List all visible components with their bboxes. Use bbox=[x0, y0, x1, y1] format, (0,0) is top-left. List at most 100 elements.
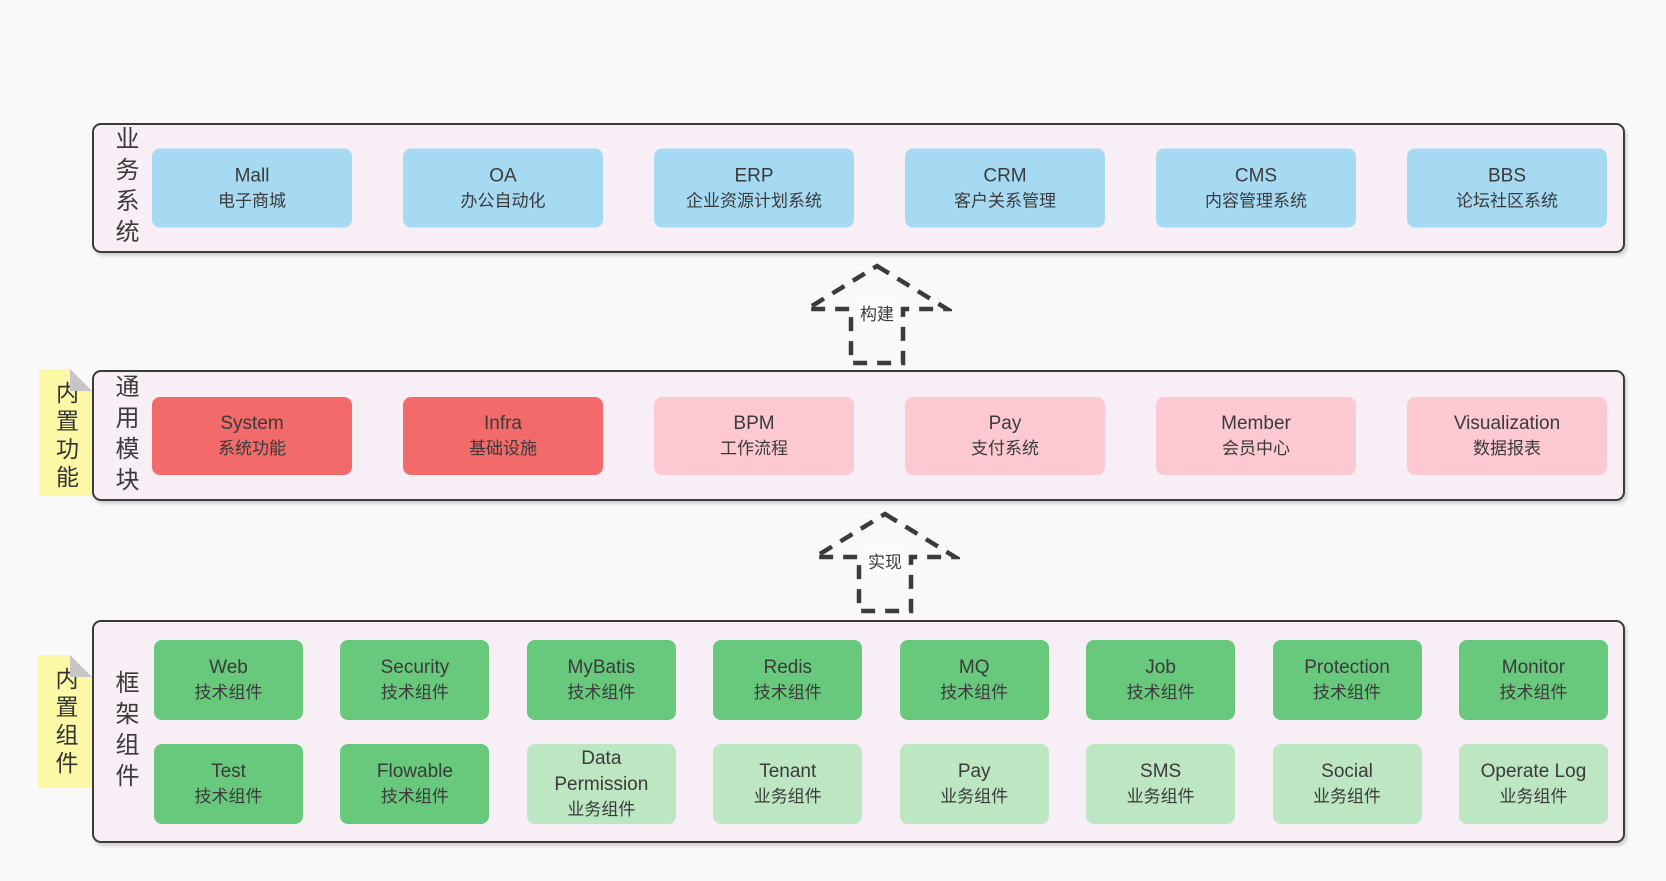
box-social: Social 业务组件 bbox=[1272, 744, 1422, 824]
box-title: Pay bbox=[957, 761, 991, 783]
layer-framework-components: 框架组件 Web 技术组件 Security 技术组件 MyBatis 技术组件 Redis… bbox=[92, 620, 1625, 843]
box-title: Job bbox=[1145, 657, 1176, 679]
box-title: Member bbox=[1221, 412, 1291, 434]
box-monitor: Monitor 技术组件 bbox=[1458, 640, 1608, 720]
box-title: Pay bbox=[988, 412, 1022, 434]
box-subtitle: 技术组件 bbox=[194, 683, 263, 703]
box-title: Visualization bbox=[1453, 412, 1561, 434]
business-boxes-row: Mall 电子商城 OA 办公自动化 ERP 企业资源计划系统 CRM 客户关系管理 CMS 内容… bbox=[152, 148, 1607, 228]
box-pay: Pay 业务组件 bbox=[899, 744, 1049, 824]
box-subtitle: 技术组件 bbox=[567, 683, 636, 703]
box-subtitle: 技术组件 bbox=[194, 787, 263, 807]
box-title: BBS bbox=[1487, 165, 1527, 187]
arrow-implement-label: 实现 bbox=[864, 547, 906, 574]
dashed-up-arrow-icon bbox=[802, 263, 952, 366]
box-title: ERP bbox=[734, 165, 774, 187]
sticky-note-text: 内置功能 bbox=[52, 381, 79, 493]
box-title: MyBatis bbox=[567, 657, 636, 679]
box-member: Member 会员中心 bbox=[1156, 396, 1356, 475]
box-protection: Protection 技术组件 bbox=[1272, 640, 1422, 720]
box-subtitle: 业务组件 bbox=[753, 787, 822, 807]
box-title: Tenant bbox=[759, 761, 817, 783]
box-subtitle: 内容管理系统 bbox=[1205, 191, 1307, 211]
box-sms: SMS 业务组件 bbox=[1086, 744, 1236, 824]
box-title: Data Permission bbox=[554, 748, 649, 796]
box-tenant: Tenant 业务组件 bbox=[713, 744, 863, 824]
box-subtitle: 客户关系管理 bbox=[954, 191, 1056, 211]
box-bbs: BBS 论坛社区系统 bbox=[1407, 148, 1607, 228]
box-oa: OA 办公自动化 bbox=[403, 148, 603, 228]
box-subtitle: 技术组件 bbox=[940, 683, 1009, 703]
box-subtitle: 业务组件 bbox=[1499, 787, 1568, 807]
box-title: Social bbox=[1321, 761, 1373, 783]
layer-modules-side-label: 通用模块 bbox=[111, 373, 138, 498]
box-subtitle: 业务组件 bbox=[940, 787, 1009, 807]
box-test: Test 技术组件 bbox=[154, 744, 303, 824]
box-subtitle: 技术组件 bbox=[380, 683, 449, 703]
sticky-note-built-in-components: 内置组件 bbox=[38, 655, 92, 788]
box-title: Protection bbox=[1304, 657, 1390, 679]
sticky-note-built-in-features: 内置功能 bbox=[39, 369, 92, 496]
box-subtitle: 业务组件 bbox=[1126, 787, 1195, 807]
box-data-permission: Data Permission 业务组件 bbox=[526, 744, 676, 824]
box-mybatis: MyBatis 技术组件 bbox=[526, 640, 676, 720]
box-title: MQ bbox=[958, 657, 990, 679]
layer-business-side-label: 业务系统 bbox=[111, 126, 138, 250]
arrow-up-build-icon: 构建 bbox=[802, 263, 952, 367]
box-erp: ERP 企业资源计划系统 bbox=[654, 148, 854, 228]
sticky-note-text: 内置组件 bbox=[52, 667, 78, 779]
box-title: Monitor bbox=[1501, 657, 1566, 679]
box-web: Web 技术组件 bbox=[154, 640, 303, 720]
arrow-up-implement-icon: 实现 bbox=[810, 511, 960, 615]
box-subtitle: 业务组件 bbox=[567, 800, 636, 820]
box-subtitle: 会员中心 bbox=[1222, 438, 1290, 458]
box-title: Mall bbox=[234, 165, 270, 187]
dashed-up-arrow-icon bbox=[810, 511, 960, 614]
box-flowable: Flowable 技术组件 bbox=[340, 744, 490, 824]
box-title: System bbox=[220, 412, 284, 434]
box-crm: CRM 客户关系管理 bbox=[905, 148, 1105, 228]
box-subtitle: 论坛社区系统 bbox=[1456, 191, 1558, 211]
box-subtitle: 业务组件 bbox=[1313, 787, 1382, 807]
box-title: CRM bbox=[983, 165, 1027, 187]
box-subtitle: 技术组件 bbox=[1126, 683, 1195, 703]
box-title: Infra bbox=[483, 412, 523, 434]
box-title: BPM bbox=[733, 412, 775, 434]
box-cms: CMS 内容管理系统 bbox=[1156, 148, 1356, 228]
box-title: Test bbox=[211, 761, 246, 783]
box-pay: Pay 支付系统 bbox=[905, 396, 1105, 475]
box-subtitle: 技术组件 bbox=[1499, 683, 1568, 703]
box-subtitle: 电子商城 bbox=[218, 191, 286, 211]
box-subtitle: 企业资源计划系统 bbox=[686, 191, 822, 211]
box-title: SMS bbox=[1140, 761, 1182, 783]
box-title: Security bbox=[380, 657, 450, 679]
box-title: Flowable bbox=[376, 761, 453, 783]
box-title: OA bbox=[489, 165, 517, 187]
box-mall: Mall 电子商城 bbox=[152, 148, 352, 228]
box-subtitle: 技术组件 bbox=[1313, 683, 1382, 703]
box-subtitle: 数据报表 bbox=[1473, 438, 1541, 458]
box-title: CMS bbox=[1234, 165, 1278, 187]
box-subtitle: 办公自动化 bbox=[460, 191, 546, 211]
box-title: Redis bbox=[763, 657, 813, 679]
layer-components-side-label: 框架组件 bbox=[111, 669, 138, 794]
box-subtitle: 技术组件 bbox=[380, 787, 449, 807]
box-job: Job 技术组件 bbox=[1086, 640, 1236, 720]
box-bpm: BPM 工作流程 bbox=[654, 396, 854, 475]
layer-business-systems: 业务系统 Mall 电子商城 OA 办公自动化 ERP 企业资源计划系统 CRM 客户关系管理… bbox=[92, 123, 1625, 253]
box-subtitle: 工作流程 bbox=[720, 438, 788, 458]
box-visualization: Visualization 数据报表 bbox=[1407, 396, 1607, 475]
box-subtitle: 支付系统 bbox=[971, 438, 1039, 458]
box-security: Security 技术组件 bbox=[340, 640, 490, 720]
box-title: Web bbox=[209, 657, 248, 679]
